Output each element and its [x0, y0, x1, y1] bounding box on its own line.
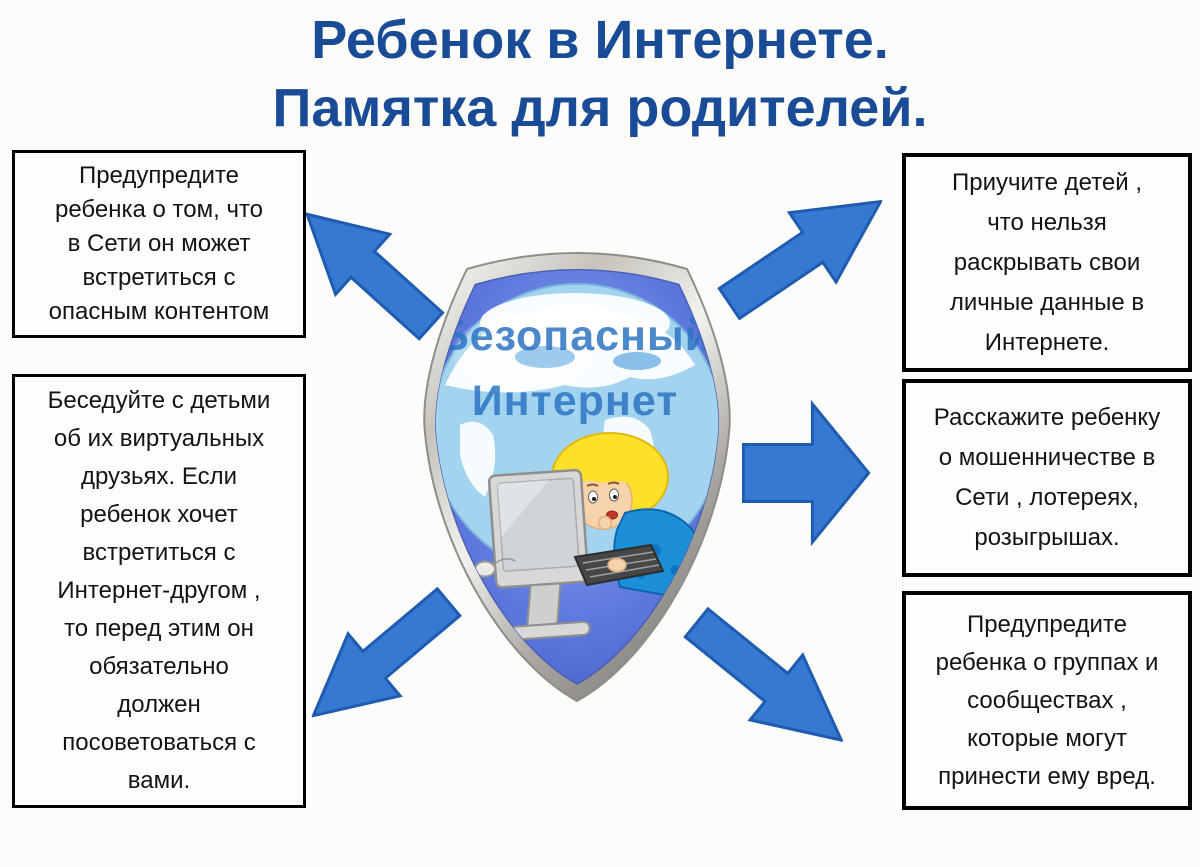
tip-box-virtual-friends: Беседуйте с детьми об их виртуальных дру…	[12, 374, 306, 808]
tip-box-personal-data: Приучите детей , что нельзя раскрывать с…	[902, 153, 1192, 372]
arrow-down-left-icon	[282, 566, 479, 752]
computer-monitor	[487, 468, 591, 641]
tip-text: Приучите детей , что нельзя раскрывать с…	[949, 168, 1145, 356]
tip-box-dangerous-content: Предупредите ребенка о том, что в Сети о…	[12, 150, 306, 338]
arrow-up-right-icon	[701, 161, 908, 344]
arrow-down-right-icon	[665, 585, 872, 778]
title-line-1: Ребенок в Интернете.	[311, 10, 889, 70]
safe-internet-shield: Безопасный Интернет	[405, 235, 750, 715]
tip-box-fraud: Расскажите ребенку о мошенничестве в Сет…	[902, 379, 1192, 577]
tip-text: Расскажите ребенку о мошенничестве в Сет…	[933, 404, 1161, 551]
tip-box-harmful-groups: Предупредите ребенка о группах и сообщес…	[902, 591, 1192, 810]
shield-label-line-1: Безопасный	[438, 312, 712, 360]
tip-text: Предупредите ребенка о группах и сообщес…	[935, 610, 1159, 790]
arrow-up-left-icon	[275, 179, 463, 361]
tip-text: Предупредите ребенка о том, что в Сети о…	[48, 162, 270, 325]
arrow-right-icon	[742, 398, 870, 548]
tip-text: Беседуйте с детьми об их виртуальных дру…	[47, 387, 271, 794]
title-line-2: Памятка для родителей.	[272, 78, 928, 138]
page-title: Ребенок в Интернете. Памятка для родител…	[0, 6, 1200, 142]
child-hand	[607, 557, 627, 573]
shield-icon: Безопасный Интернет	[423, 252, 731, 703]
shield-label-line-2: Интернет	[472, 377, 679, 425]
